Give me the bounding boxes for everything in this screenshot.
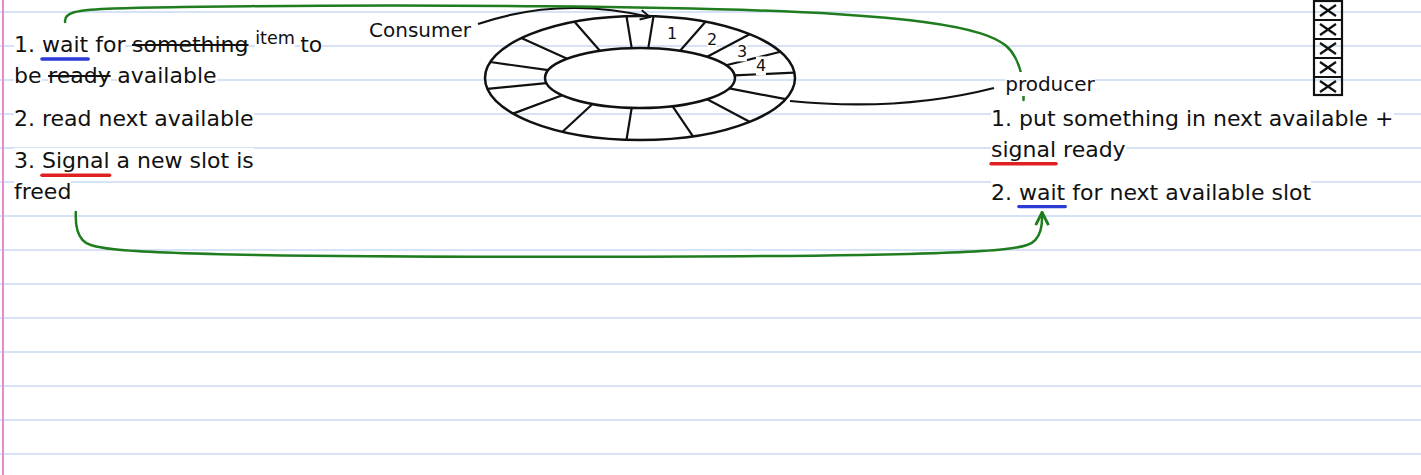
step-note: 3. Signal a new slot is freed — [8, 142, 308, 212]
step-text: 1. put something in next available + sig… — [991, 106, 1394, 162]
emphasis-underline — [991, 162, 1056, 166]
step-text: 1. wait for — [14, 32, 125, 57]
step-text: ready — [48, 63, 111, 88]
ring-buffer-outer — [485, 16, 795, 140]
slot-number: 1 — [667, 24, 677, 43]
step-text: something — [132, 32, 248, 57]
role-label: producer — [1005, 72, 1095, 96]
step-text: available — [117, 63, 216, 88]
step-note: 1. wait forsomethingitemto bereadyavaila… — [8, 22, 338, 96]
signal-connector — [65, 6, 1023, 100]
ring-slot-dividers — [487, 16, 794, 140]
slot-number: 3 — [737, 42, 747, 61]
slot-number: 4 — [756, 56, 766, 75]
step-note: 1. put something in next available + sig… — [985, 100, 1405, 170]
margin-line — [2, 0, 4, 475]
emphasis-underline — [42, 174, 110, 178]
step-text: item — [255, 28, 295, 48]
slot-number: 2 — [707, 30, 717, 49]
consumer-pointer — [478, 8, 650, 24]
ring-buffer-inner — [545, 48, 735, 108]
step-text: 2. wait for next available slot — [991, 180, 1311, 205]
step-text: 3. Signal a new slot is freed — [14, 148, 254, 204]
step-note: 2. read next available — [8, 100, 338, 139]
step-note: 2. wait for next available slot — [985, 174, 1405, 213]
producer-pointer — [790, 88, 994, 104]
role-label: Consumer — [369, 18, 471, 42]
step-text: 2. read next available — [14, 106, 254, 131]
ruled-lines — [0, 12, 1421, 454]
stack-illustration — [1314, 1, 1342, 95]
emphasis-underline — [42, 57, 88, 61]
signal-connector — [76, 212, 1042, 257]
emphasis-underline — [1019, 205, 1065, 209]
